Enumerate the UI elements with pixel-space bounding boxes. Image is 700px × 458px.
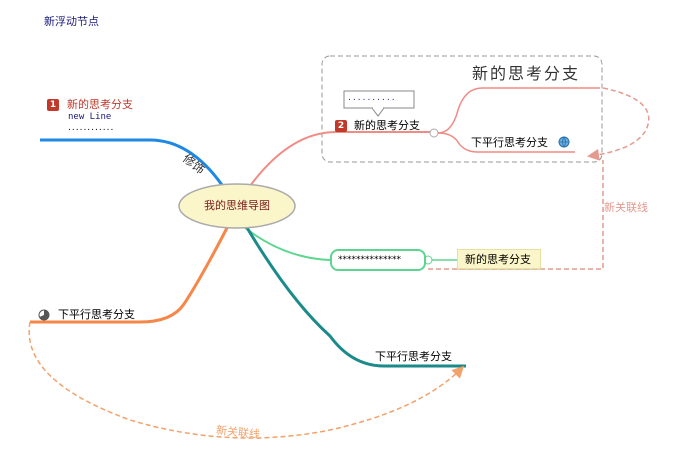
priority-icon-2: 2 — [335, 120, 347, 132]
branch-line-top-left — [40, 138, 224, 186]
sub-node-label: 新的思考分支 — [465, 253, 531, 266]
globe-icon — [558, 136, 570, 148]
expand-toggle-top-right[interactable] — [429, 128, 439, 138]
branch-line-top-right — [249, 131, 432, 187]
relationship-line-2[interactable] — [428, 160, 604, 270]
floating-node[interactable]: 新浮动节点 — [44, 15, 99, 28]
stars-node-box[interactable] — [330, 249, 426, 271]
relationship-line-1[interactable] — [587, 87, 650, 161]
priority-icon-1: 1 — [47, 99, 59, 111]
branch-line-bottom-left — [30, 225, 230, 324]
stars-node-label: ************** — [338, 255, 401, 265]
sub-branch-label-parallel[interactable]: 下平行思考分支 — [471, 136, 548, 149]
sub-branch-line-lower — [437, 132, 575, 153]
sub-node-box[interactable] — [457, 249, 541, 269]
boundary-box[interactable] — [321, 55, 603, 163]
sub-branch-line-upper — [437, 87, 600, 134]
relationship-line-3[interactable] — [28, 321, 465, 439]
central-topic-shape[interactable] — [178, 183, 296, 229]
relationship-label-1[interactable]: 新关联线 — [604, 201, 648, 214]
callout-text: .......... — [348, 93, 397, 103]
central-topic-label[interactable]: 我的思维导图 — [204, 199, 270, 212]
branch-note-dots: ............ — [68, 123, 115, 133]
branch-line-bottom-right — [244, 225, 466, 368]
branch-label-top-left[interactable]: 新的思考分支 — [67, 98, 133, 111]
branch-label-bottom-left[interactable]: 下平行思考分支 — [58, 308, 135, 321]
branch-label-bottom-right[interactable]: 下平行思考分支 — [375, 350, 452, 363]
progress-icon — [38, 309, 50, 321]
callout-pointer — [371, 107, 385, 117]
branch-label-top-right[interactable]: 新的思考分支 — [354, 119, 420, 132]
branch-note-line: new Line — [68, 112, 112, 122]
boundary-title[interactable]: 新的思考分支 — [472, 64, 581, 83]
